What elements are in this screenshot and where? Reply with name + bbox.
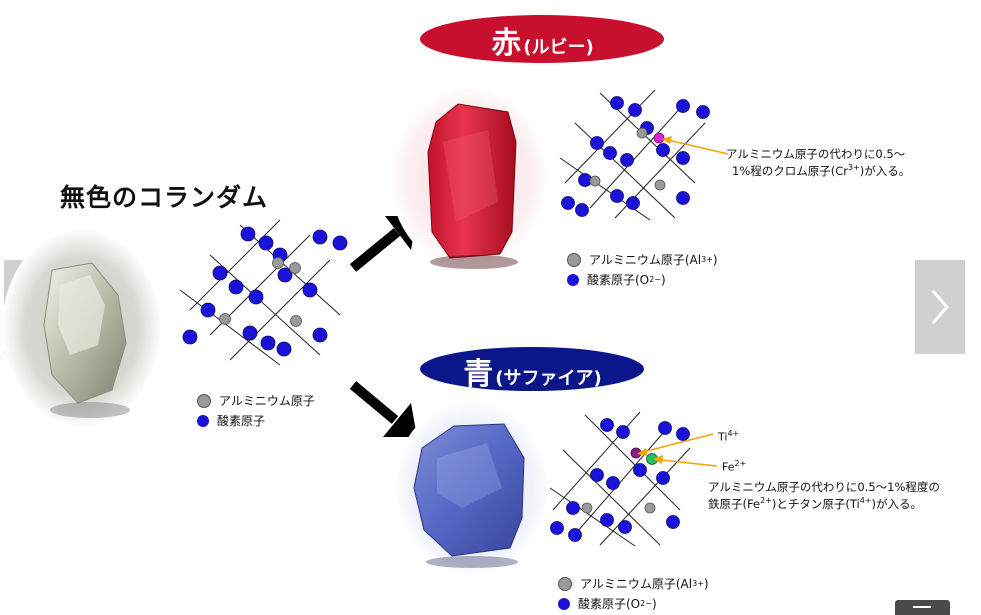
titanium-label: Ti4+: [718, 429, 740, 444]
lattice-legend: アルミニウム原子 酸素原子: [197, 391, 315, 431]
sapphire-note-line1: アルミニウム原子の代わりに0.5〜1%程度の: [708, 480, 940, 494]
colorless-corundum-image: [2, 228, 162, 428]
legend-aluminum-row: アルミニウム原子: [197, 391, 315, 411]
colorless-corundum-title: 無色のコランダム: [60, 183, 269, 212]
legend-oxygen-label: 酸素原子: [217, 414, 266, 428]
sapphire-callout-arrows-icon: [637, 433, 718, 467]
sapphire-pill-shape: [420, 347, 644, 391]
sapphire-lattice-diagram: [549, 411, 691, 547]
chromium-atom-icon: [653, 132, 665, 144]
oxygen-dot-icon: [197, 415, 209, 427]
iron-label: Fe2+: [722, 459, 747, 474]
ruby-note-line1: アルミニウム原子の代わりに0.5〜: [726, 147, 906, 161]
aluminum-dot-icon: [197, 394, 211, 408]
arrow-to-sapphire-icon: [349, 381, 417, 437]
oxygen-dot-icon: [558, 598, 570, 610]
legend-aluminum-label: アルミニウム原子: [219, 394, 315, 408]
sapphire-note-line2: 鉄原子(Fe2+)とチタン原子(Ti4+)が入る。: [708, 496, 922, 511]
corundum-lattice-diagram: [179, 219, 348, 365]
ruby-title-pill: 赤 (ルビー): [420, 14, 665, 64]
sapphire-gem-image: [394, 400, 550, 576]
ruby-callout-arrow-icon: [662, 136, 729, 155]
next-slide-button[interactable]: [915, 260, 965, 354]
ruby-note: アルミニウム原子の代わりに0.5〜 1%程のクロム原子(Cr3+)が入る。: [726, 147, 910, 178]
sapphire-note: アルミニウム原子の代わりに0.5〜1%程度の 鉄原子(Fe2+)とチタン原子(T…: [708, 480, 940, 511]
ruby-note-line2: 1%程のクロム原子(Cr3+)が入る。: [732, 163, 911, 178]
sapphire-title-pill: 青 (サファイア): [420, 346, 645, 392]
ruby-pill-shape: [420, 15, 664, 63]
sapphire-title-sub: (サファイア): [495, 368, 602, 389]
ruby-gem-image: [390, 84, 550, 270]
ruby-title-char: 赤: [491, 26, 522, 61]
aluminum-dot-icon: [558, 577, 572, 591]
ruby-lattice-diagram: [559, 89, 710, 221]
sapphire-title-char: 青: [463, 357, 494, 392]
ruby-title-sub: (ルビー): [523, 37, 594, 58]
slideshow-control-button[interactable]: [895, 600, 950, 615]
aluminum-dot-icon: [567, 253, 581, 267]
oxygen-dot-icon: [567, 274, 579, 286]
legend-oxygen-row: 酸素原子: [197, 411, 315, 431]
chevron-right-icon: [931, 290, 949, 324]
menu-icon: [913, 606, 931, 608]
